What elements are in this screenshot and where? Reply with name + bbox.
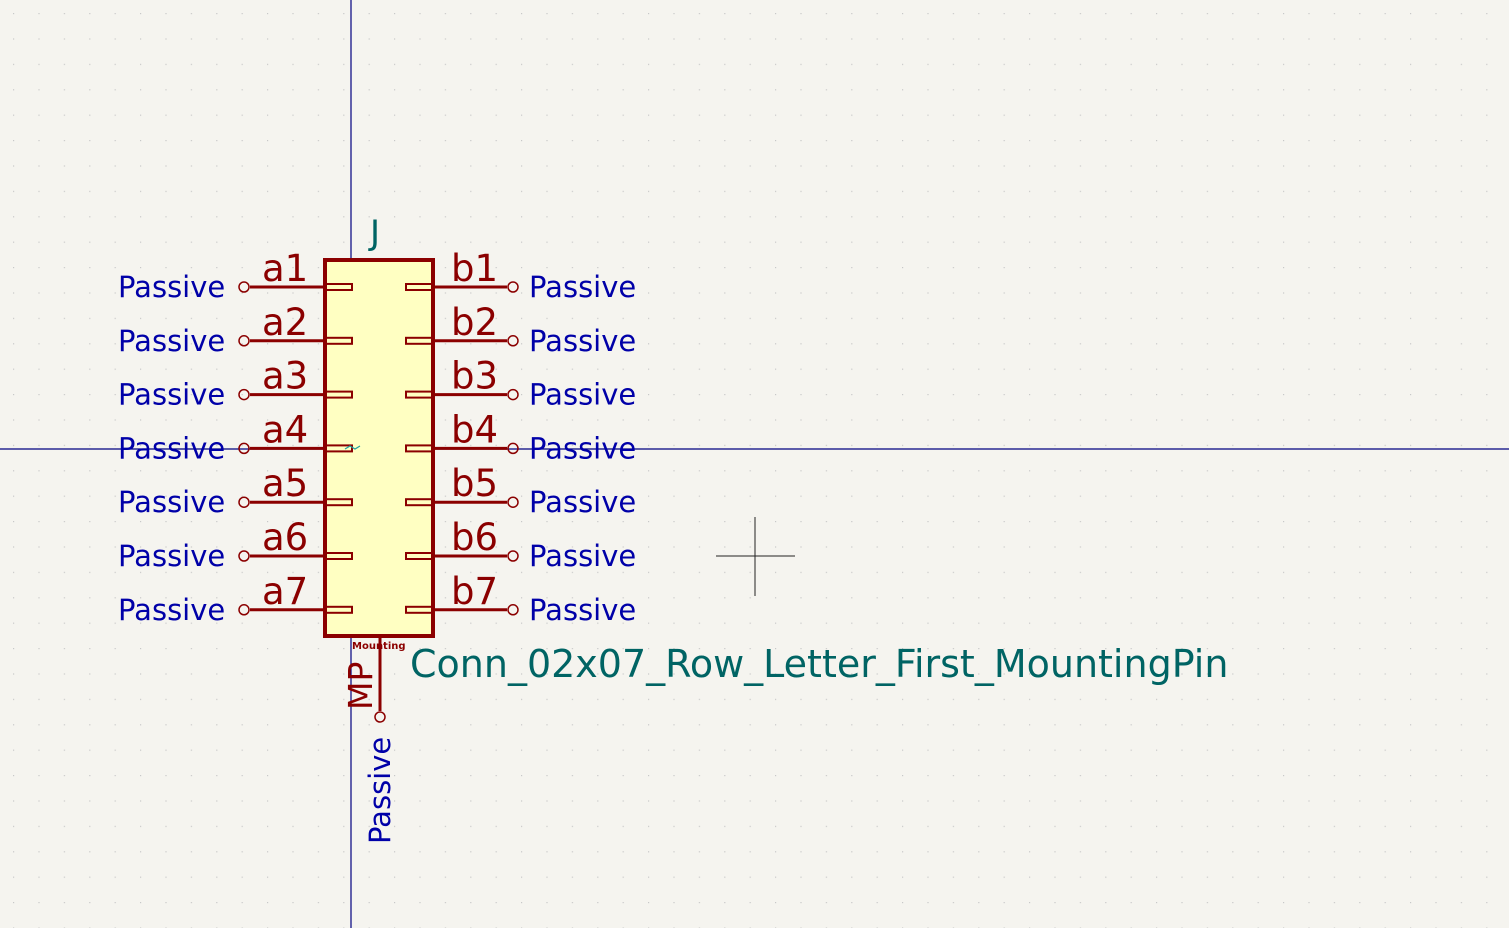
pin-number: a6 <box>262 516 308 559</box>
pin-connection-point[interactable] <box>238 442 250 455</box>
reference-designator[interactable]: J <box>368 213 380 253</box>
pin-type: Passive <box>118 270 225 304</box>
pin-number: b5 <box>451 462 498 505</box>
pin-type: Passive <box>118 485 225 519</box>
pin-number: a3 <box>262 355 308 398</box>
pin-number: a4 <box>262 408 308 451</box>
pin-connection-point[interactable] <box>238 604 250 616</box>
pin-contact <box>325 498 353 507</box>
pin-connection-point[interactable] <box>507 442 519 455</box>
pin-connection-point[interactable] <box>507 335 519 347</box>
crosshair-cursor-icon <box>716 517 795 596</box>
pin-connection-point[interactable] <box>507 496 519 508</box>
pin-number: b6 <box>451 516 498 559</box>
pin-contact <box>405 605 433 614</box>
pin-number: a2 <box>262 301 308 344</box>
pin-number: a5 <box>262 462 308 505</box>
pin-contact <box>405 336 433 345</box>
pin-contact <box>325 444 353 453</box>
left-pin-column: a1Passivea2Passivea3Passivea4Passivea5Pa… <box>118 247 353 627</box>
pin-type: Passive <box>529 324 636 358</box>
pin-type: Passive <box>529 539 636 573</box>
pin-type: Passive <box>118 324 225 358</box>
pin-contact <box>405 498 433 507</box>
pin-type: Passive <box>529 593 636 627</box>
pin-connection-point[interactable] <box>238 388 250 401</box>
pin-connection-point[interactable] <box>507 281 519 293</box>
pin-contact <box>405 444 433 453</box>
pin-connection-point[interactable] <box>507 550 519 562</box>
pin-contact <box>405 283 433 291</box>
pin-type: Passive <box>118 378 225 412</box>
pin-type: Passive <box>118 431 225 465</box>
mounting-pin-number: MP <box>341 662 380 710</box>
pin-type: Passive <box>529 485 636 519</box>
pin-number: a7 <box>262 570 308 613</box>
pin-contact <box>405 390 433 399</box>
pin-connection-point[interactable] <box>507 388 519 401</box>
pin-type: Passive <box>529 431 636 465</box>
pin-type: Passive <box>118 593 225 627</box>
mounting-pin-type: Passive <box>363 737 397 844</box>
pin-number: b7 <box>451 570 498 613</box>
pin-connection-point[interactable] <box>507 604 519 616</box>
pin-number: a1 <box>262 247 308 290</box>
pin-number: b2 <box>451 301 498 344</box>
anchor-marker <box>344 445 361 450</box>
pin-contact <box>325 283 353 291</box>
pin-connection-point[interactable] <box>238 335 250 347</box>
pin-type: Passive <box>118 539 225 573</box>
pin-number: b3 <box>451 355 498 398</box>
pin-contact <box>325 605 353 614</box>
pin-connection-point[interactable] <box>238 281 250 293</box>
pin-type: Passive <box>529 378 636 412</box>
pin-number: b4 <box>451 408 498 451</box>
pin-type: Passive <box>529 270 636 304</box>
pin-contact <box>405 552 433 560</box>
pin-contact <box>325 390 353 399</box>
pin-contact <box>325 336 353 345</box>
mounting-pin[interactable]: Mounting MP Passive <box>341 637 406 844</box>
symbol-value[interactable]: Conn_02x07_Row_Letter_First_MountingPin <box>410 642 1228 686</box>
pin-number: b1 <box>451 247 498 290</box>
mounting-label: Mounting <box>352 641 406 652</box>
symbol-body[interactable] <box>323 258 435 638</box>
pin-connection-point[interactable] <box>238 550 250 562</box>
pin-contact <box>325 552 353 560</box>
pin-connection-point[interactable] <box>238 496 250 508</box>
mounting-pin-connection-point[interactable] <box>374 711 386 723</box>
